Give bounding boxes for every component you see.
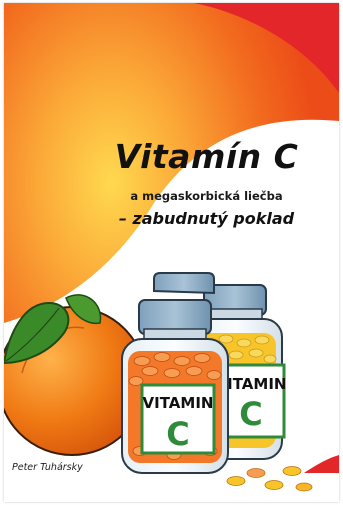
book-author: Peter Tuhársky: [12, 462, 83, 473]
book-subtitle: a megaskorbická liečba: [130, 189, 283, 203]
book-cover: VITAMIN C VITAMIN C: [4, 3, 339, 502]
cover-artwork: VITAMIN C VITAMIN C: [4, 3, 339, 502]
orange-fruit-icon: [4, 294, 147, 456]
red-accent-bottom: [304, 455, 339, 473]
red-accent-top: [194, 3, 339, 93]
book-title: Vitamín C: [114, 137, 299, 176]
front-label-word: VITAMIN: [143, 394, 214, 412]
back-label-word: VITAMIN: [216, 375, 287, 393]
vitamin-bottle-front: [121, 299, 229, 474]
front-label-letter: C: [166, 415, 189, 453]
back-label-letter: C: [239, 395, 262, 433]
book-tagline: – zabudnutý poklad: [118, 209, 295, 228]
tablet-icon: [226, 466, 313, 492]
